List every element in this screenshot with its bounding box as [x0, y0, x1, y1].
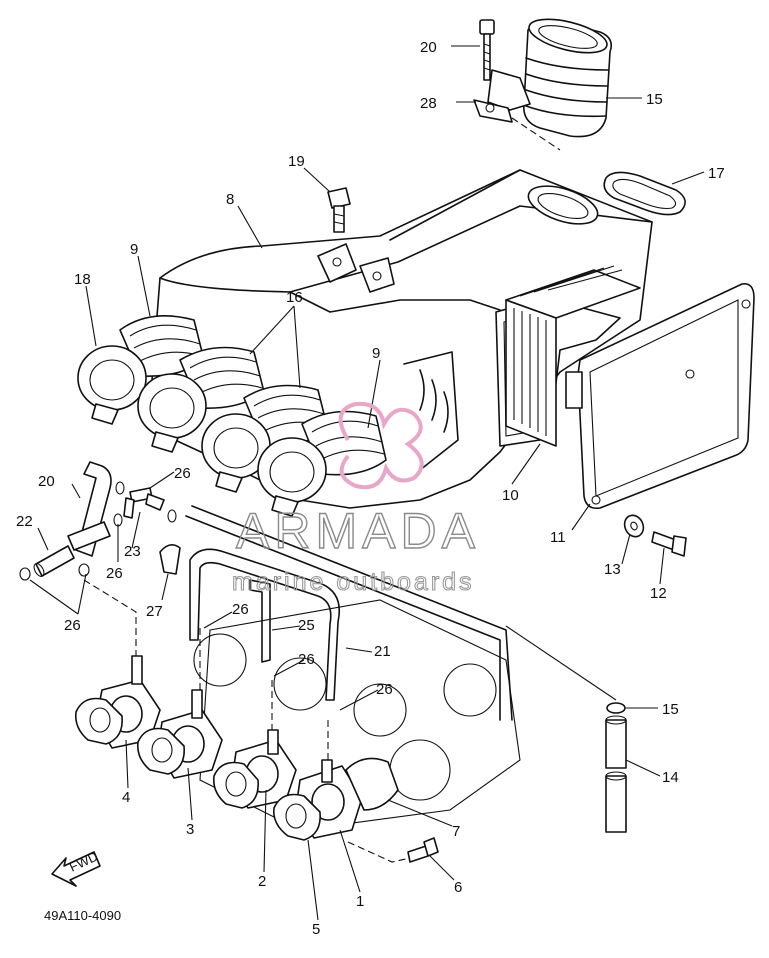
callout-8: 8 [226, 191, 234, 208]
callout-21: 20 [38, 473, 55, 490]
watermark-title: ARMADA [236, 503, 480, 559]
duct-seal [603, 171, 686, 216]
callout-26-c: 26 [64, 617, 81, 634]
watermark-logo [338, 401, 424, 490]
callout-16: 15 [646, 91, 663, 108]
callout-24: 23 [124, 543, 141, 560]
bolt-top [479, 19, 495, 81]
callout-26-d: 26 [232, 601, 249, 618]
callout-4: 4 [122, 789, 130, 806]
leader-lines [29, 45, 705, 921]
callout-9-right: 9 [372, 345, 380, 362]
callout-18: 17 [708, 165, 725, 182]
filter-cover [565, 282, 755, 510]
carb-manifolds [74, 655, 399, 841]
forward-arrow [51, 851, 101, 887]
callout-26-e: 26 [298, 651, 315, 668]
callout-12: 12 [650, 585, 667, 602]
callout-23: 22 [16, 513, 33, 530]
callout-19: 18 [74, 271, 91, 288]
callout-1: 1 [356, 893, 364, 910]
callout-6: 6 [454, 879, 462, 896]
carb-joints [77, 314, 387, 517]
manifold-2 [136, 689, 223, 779]
drain-hose [505, 625, 627, 833]
manifold-4 [272, 757, 399, 841]
callout-11: 11 [550, 529, 566, 546]
callout-5: 5 [312, 921, 320, 938]
callout-17: 16 [286, 289, 303, 306]
watermark-subtitle: marine outboards [232, 568, 475, 596]
joint-2 [137, 346, 265, 453]
callout-9-left: 9 [130, 241, 138, 258]
joint-4 [257, 410, 387, 517]
callout-26-b: 26 [106, 565, 123, 582]
manifold-3 [212, 729, 297, 809]
callout-25: 25 [298, 617, 315, 634]
callout-2: 2 [258, 873, 266, 890]
callouts: 20 28 15 17 19 8 9 18 16 9 20 26 22 23 2… [16, 39, 725, 938]
callout-20-case: 19 [288, 153, 305, 170]
callout-22: 21 [374, 643, 391, 660]
bolt-manifold [407, 837, 439, 863]
callout-28: 28 [420, 95, 437, 112]
callout-3: 3 [186, 821, 194, 838]
callout-7: 7 [452, 823, 460, 840]
alignment-lines [83, 579, 411, 863]
filter-element [505, 265, 641, 447]
callout-20-top: 20 [420, 39, 437, 56]
screw-cover [651, 531, 687, 557]
callout-14-label: 14 [662, 769, 679, 786]
callout-26-a: 26 [174, 465, 191, 482]
duct-bracket [473, 69, 561, 151]
part-code: 49A110-4090 [44, 908, 121, 923]
callout-26-f: 26 [376, 681, 393, 698]
callout-10: 10 [502, 487, 519, 504]
intake-duct [523, 18, 613, 138]
bolt-case [327, 187, 351, 233]
washer [623, 514, 645, 538]
callout-27: 27 [146, 603, 163, 620]
callout-15: 15 [662, 701, 679, 718]
callout-13: 13 [604, 561, 621, 578]
manifold-1 [74, 655, 161, 749]
